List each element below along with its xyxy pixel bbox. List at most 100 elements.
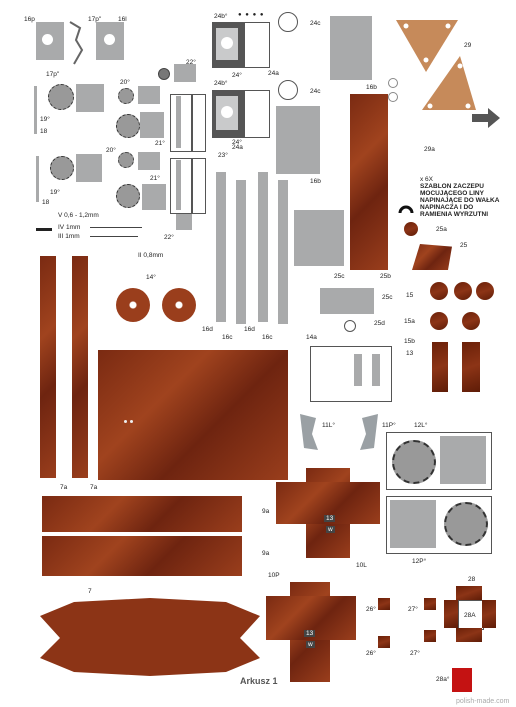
label-14a: 14a <box>306 334 317 341</box>
strip-16d-a <box>216 172 226 322</box>
part-12l-panel <box>440 436 486 484</box>
label-27-a: 27° <box>408 606 418 613</box>
label-25a: 25a <box>436 226 447 233</box>
part-14a-slot-1 <box>354 354 362 386</box>
board-dot-1 <box>124 420 127 423</box>
label-20a: 20° <box>120 79 130 86</box>
label-16d-b: 16d <box>244 326 255 333</box>
label-24a-top: 24a <box>268 70 279 77</box>
label-26-a: 26° <box>366 606 376 613</box>
strip-16c-b <box>278 180 288 324</box>
part-28-left <box>444 600 458 628</box>
part-25d <box>344 320 356 332</box>
label-17p: 17p'' <box>88 16 102 23</box>
label-18b: 18 <box>42 199 50 206</box>
part-20b <box>138 152 160 170</box>
part-16p-hole <box>42 34 53 45</box>
label-29a: 29a <box>424 146 435 153</box>
gear-21b <box>116 184 140 208</box>
label-w-10p: w <box>306 641 315 648</box>
part-27-b <box>424 630 436 642</box>
label-19a: 19° <box>40 116 50 123</box>
disc-15a-a <box>430 312 448 330</box>
strip-16d-b <box>258 172 268 322</box>
label-16p: 16p <box>24 16 35 23</box>
label-15b: 15b <box>404 338 415 345</box>
part-23b-frame-b <box>192 158 206 214</box>
part-27-a <box>424 598 436 610</box>
label-v: V 0,6 - 1,2mm <box>58 212 99 219</box>
disc-14-a <box>116 288 150 322</box>
label-9a-bot: 9a <box>262 550 270 557</box>
board-9a-top <box>42 496 242 532</box>
label-iv: IV 1mm <box>58 224 81 231</box>
note-line1: x 6X <box>420 176 434 183</box>
label-14: 14° <box>146 274 156 281</box>
label-28a-small: 28a° <box>436 676 450 683</box>
label-25b: 25b <box>380 273 391 280</box>
label-16c-a: 16c <box>222 334 233 341</box>
disc-15-b <box>454 282 472 300</box>
label-17p-b: 17p'' <box>46 71 60 78</box>
part-24a-mid <box>244 90 270 138</box>
label-21a: 21° <box>155 140 165 147</box>
part-11p <box>360 414 378 450</box>
part-20a <box>138 86 160 104</box>
disc-15-c <box>476 282 494 300</box>
board-main <box>98 350 288 480</box>
rod-18a <box>34 86 37 134</box>
board-9a-bot <box>42 536 242 576</box>
part-23-frame-b <box>192 94 206 152</box>
part-28-bottom <box>456 628 482 642</box>
part-19b <box>76 154 102 182</box>
disc-15-a <box>430 282 448 300</box>
disc-15a-b <box>462 312 480 330</box>
part-26-a <box>378 598 390 610</box>
label-24c-mid: 24c <box>310 88 321 95</box>
label-iii: III 1mm <box>58 233 80 240</box>
part-24-top-hole <box>221 37 233 49</box>
gauge-line-iii <box>90 236 138 237</box>
gear-19b <box>50 156 74 180</box>
part-22 <box>174 64 196 82</box>
part-28-top <box>456 586 482 600</box>
part-17p-profile <box>69 21 84 65</box>
label-16b-top: 16b <box>366 84 377 91</box>
note-line5: NAPINACZA I DO <box>420 204 474 211</box>
label-24-top: 24° <box>232 72 242 79</box>
label-25c-b: 25c <box>382 294 393 301</box>
part-25c-a <box>294 210 344 266</box>
sheet-label: Arkusz 1 <box>240 676 278 686</box>
label-29: 29 <box>464 42 472 49</box>
gauge-tool <box>36 228 52 231</box>
note-line2: SZABLON ZACZEPU <box>420 183 484 190</box>
gear-21a <box>116 114 140 138</box>
label-24b-top: 24b° <box>214 13 228 20</box>
label-19b: 19° <box>50 189 60 196</box>
part-22b <box>176 214 192 230</box>
label-7a-a: 7a <box>60 484 68 491</box>
board-7a-b <box>72 256 88 478</box>
label-16l: 16l <box>118 16 127 23</box>
label-7a-b: 7a <box>90 484 98 491</box>
label-11l: 11L° <box>322 422 335 429</box>
block-13-b <box>462 342 480 392</box>
part-28a-red <box>452 668 472 692</box>
label-15a: 15a <box>404 318 415 325</box>
label-13: 13 <box>406 350 414 357</box>
strip-16c-a <box>236 180 246 324</box>
part-22-hole <box>158 68 170 80</box>
label-ii: II 0,8mm <box>138 252 164 259</box>
label-26-b: 26° <box>366 650 376 657</box>
saw-12p <box>444 502 488 546</box>
label-24a-mid: 24a <box>232 144 243 151</box>
gear-20b <box>118 152 134 168</box>
label-10l: 10L <box>356 562 367 569</box>
part-16b-top <box>330 16 372 80</box>
part-11l <box>300 414 318 450</box>
label-20b: 20° <box>106 147 116 154</box>
washer-29a-2 <box>388 92 398 102</box>
label-w-10l: w <box>326 526 335 533</box>
label-11p: 11P° <box>382 422 396 429</box>
gauge-line-iv <box>90 227 142 228</box>
